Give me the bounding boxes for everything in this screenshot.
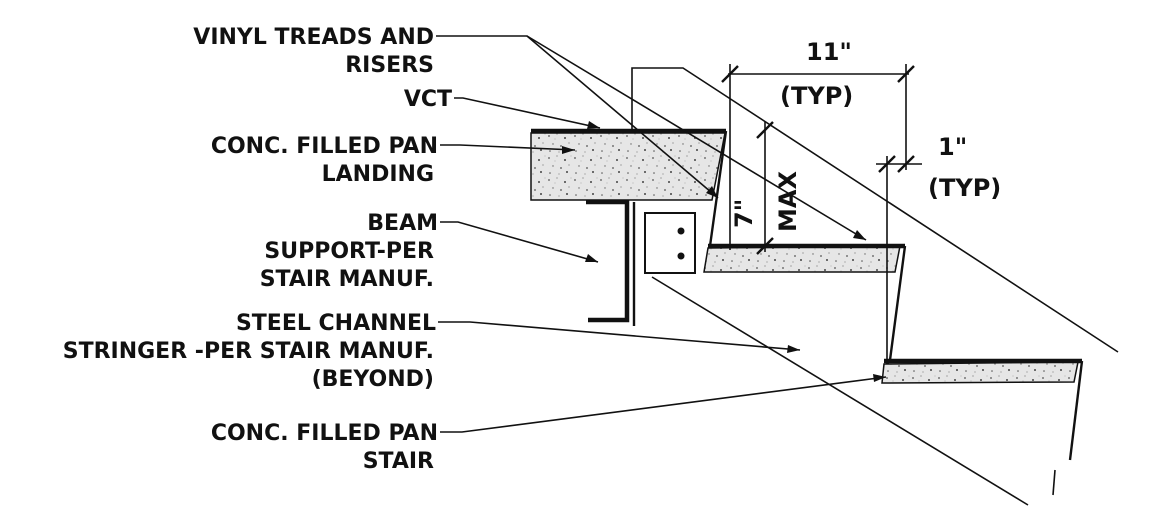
label-landing-line1: CONC. FILLED PAN xyxy=(211,134,438,159)
tread-dim-value: 11" xyxy=(806,38,852,66)
label-vct: VCT xyxy=(404,87,452,112)
tread-dim-tick-right xyxy=(897,65,915,83)
beam-support-angle xyxy=(586,199,630,323)
middle-tread-slab xyxy=(703,245,901,273)
label-channel-line2: STRINGER -PER STAIR MANUF. xyxy=(63,339,434,364)
landing-pan-edge xyxy=(708,130,728,247)
vct-arrow xyxy=(587,121,600,129)
lower-tread-slab xyxy=(881,361,1079,384)
label-vinyl-line2: RISERS xyxy=(345,53,434,78)
beam-leader xyxy=(440,221,599,263)
nosing-dim-note: (TYP) xyxy=(928,174,1001,202)
tread-dim-tick-left xyxy=(721,65,739,83)
label-beam-line2: SUPPORT-PER xyxy=(264,239,434,264)
channel-arrow xyxy=(787,345,800,353)
label-landing-line2: LANDING xyxy=(322,162,434,187)
landing-arrow xyxy=(562,146,575,154)
bolt-upper xyxy=(677,227,685,235)
label-channel-line3: (BEYOND) xyxy=(312,367,434,392)
stair-leader xyxy=(440,376,887,433)
label-stair-line1: CONC. FILLED PAN xyxy=(211,421,438,446)
label-stair-line2: STAIR xyxy=(363,449,434,474)
label-beam-line3: STAIR MANUF. xyxy=(260,267,434,292)
stair-bottom-stub xyxy=(1052,469,1056,496)
label-vinyl-line1: VINYL TREADS AND xyxy=(193,25,434,50)
landing-slab xyxy=(530,132,726,201)
nosing-dim-tick-right xyxy=(897,155,915,173)
landing-leader xyxy=(440,144,576,151)
stringer-line xyxy=(651,276,1029,506)
nosing-dim-value: 1" xyxy=(938,133,967,161)
label-channel-line1: STEEL CHANNEL xyxy=(236,311,436,336)
beam-arrow xyxy=(585,254,598,262)
label-beam-line1: BEAM xyxy=(367,211,438,236)
riser-dim-value: 7" xyxy=(730,199,758,228)
leader-lines xyxy=(436,35,887,433)
bolt-lower xyxy=(677,252,685,260)
stair-arrow xyxy=(873,374,886,382)
nosing-dim-tick-left xyxy=(878,155,896,173)
vinyl-arrow-a xyxy=(706,186,718,198)
arrowheads xyxy=(562,121,886,382)
lower-riser xyxy=(1068,360,1084,461)
vinyl-arrow-b xyxy=(853,230,866,240)
riser-dim-tick-bottom xyxy=(756,237,774,255)
riser-dim-note: MAX xyxy=(774,171,802,232)
vct-leader xyxy=(454,97,601,129)
riser-dim-tick-top xyxy=(756,121,774,139)
vinyl-leader-b xyxy=(526,35,867,241)
beam-support-plate xyxy=(644,212,696,274)
callout-labels: VINYL TREADS AND RISERS VCT CONC. FILLED… xyxy=(63,25,452,474)
tread-dim-note: (TYP) xyxy=(780,82,853,110)
channel-leader xyxy=(438,321,801,351)
